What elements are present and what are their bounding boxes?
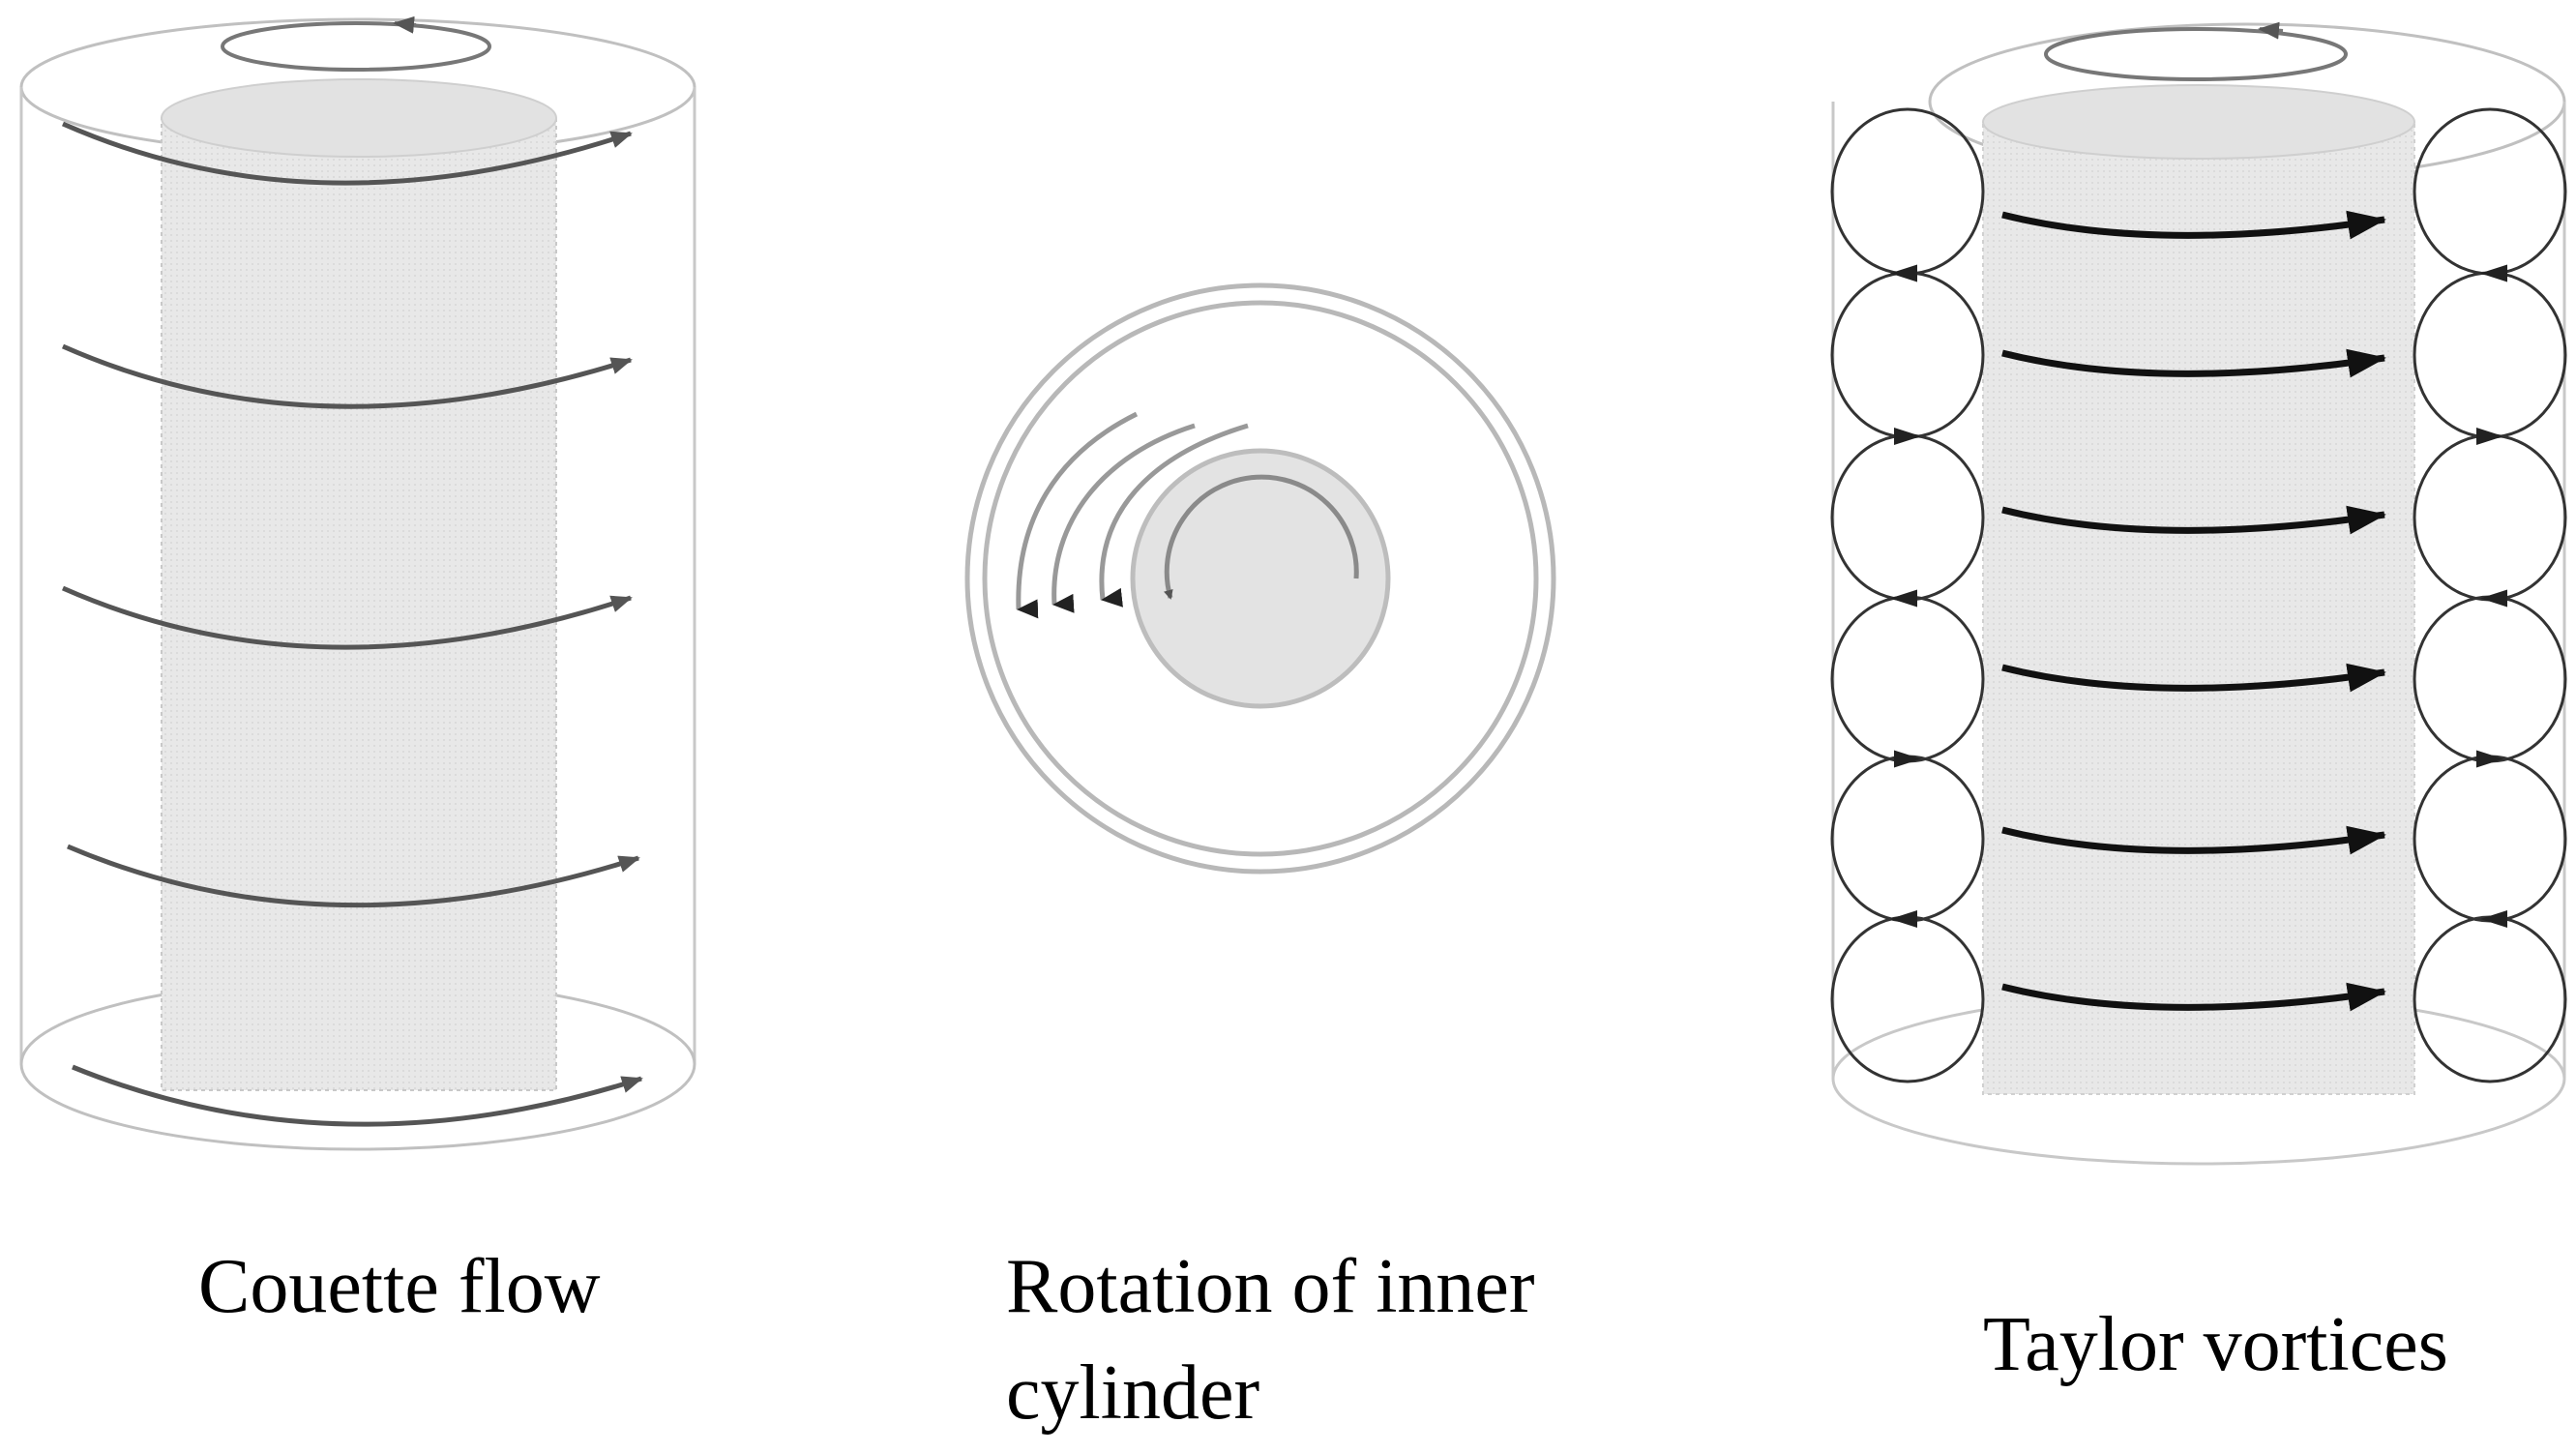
vortex-left-1: [1830, 107, 1985, 276]
inner-cylinder: [1130, 448, 1391, 709]
rotation-indicator: [2044, 27, 2348, 81]
vortex-arrow-icon: [1890, 264, 1917, 282]
bold-flow-arrow-1: [2001, 210, 2386, 240]
flow-arrow-1: [61, 121, 633, 186]
fluid-arrow-inner: [1099, 423, 1249, 608]
curved-arrow-icon: [393, 15, 417, 34]
fluid-arrow-outer: [1016, 411, 1139, 619]
bold-flow-arrow-2: [2001, 348, 2386, 378]
vortex-right-1: [2413, 107, 2567, 276]
vortex-arrow-icon: [1890, 910, 1917, 928]
vortex-arrow-icon: [1894, 750, 1921, 768]
couette-diagram: [19, 15, 696, 1151]
vortex-right-2: [2413, 271, 2567, 439]
vortex-left-4: [1830, 595, 1985, 763]
bold-flow-arrow-3: [2001, 505, 2386, 535]
vortex-right-6: [2413, 915, 2567, 1083]
flow-arrow-4: [67, 844, 640, 908]
vortex-right-4: [2413, 595, 2567, 763]
inner-cylinder-body: [161, 117, 557, 1091]
vortex-left-5: [1830, 755, 1985, 923]
vortex-arrow-icon: [2480, 589, 2507, 608]
flow-arrow-3: [61, 585, 633, 650]
vortex-arrow-icon: [2480, 910, 2507, 928]
bold-flow-arrow-6: [2001, 982, 2386, 1012]
vortex-left-6: [1830, 915, 1985, 1083]
vortex-arrow-icon: [1894, 428, 1921, 445]
vortex-arrow-icon: [1890, 589, 1917, 608]
vortex-right-5: [2413, 755, 2567, 923]
taylor-flow-arrows: [2001, 210, 2386, 1012]
taylor-vortex-columns: [1830, 107, 2567, 1083]
inner-cylinder-top: [161, 78, 557, 158]
flow-arrow-5: [72, 1064, 643, 1127]
vortex-arrow-icon: [2476, 750, 2503, 768]
taylor-diagram: [1830, 21, 2567, 1166]
bold-flow-arrow-4: [2001, 663, 2386, 693]
rotation-indicator: [221, 21, 491, 72]
caption-rotation-line-2: cylinder: [1006, 1350, 1260, 1436]
vortex-arrow-icon: [2480, 264, 2507, 282]
vortex-left-2: [1830, 271, 1985, 439]
rotation-diagram: [964, 282, 1556, 875]
caption-couette-flow: Couette flow: [198, 1244, 601, 1329]
bold-flow-arrow-5: [2001, 825, 2386, 855]
flow-arrow-2: [61, 343, 633, 409]
caption-rotation-line-1: Rotation of inner: [1006, 1244, 1535, 1329]
caption-rotation-of-inner-cylinder: Rotation of inner cylinder: [1006, 1233, 1535, 1446]
curved-arrow-icon: [2258, 21, 2284, 40]
inner-cylinder-body: [1982, 121, 2415, 1095]
fluid-arrow-middle: [1051, 423, 1196, 613]
vortex-left-3: [1830, 433, 1985, 602]
inner-rotation-arrow: [1164, 474, 1359, 600]
caption-taylor-vortices: Taylor vortices: [1983, 1302, 2448, 1387]
vortex-arrow-icon: [2476, 428, 2503, 445]
inner-cylinder-top: [1982, 84, 2415, 160]
vortex-right-3: [2413, 433, 2567, 602]
